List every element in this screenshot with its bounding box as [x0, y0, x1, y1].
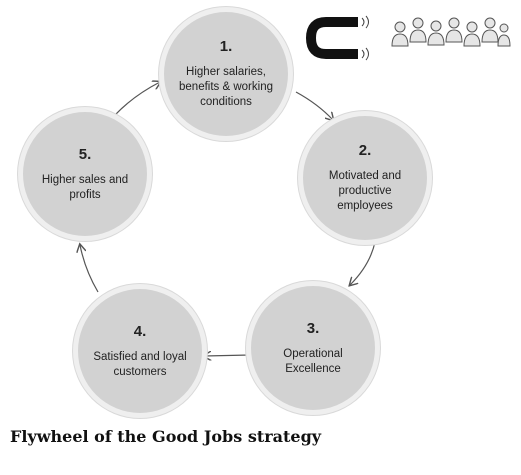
node-number: 3. — [306, 319, 320, 337]
node-4: 4. Satisfied and loyal customers — [78, 289, 202, 413]
node-number: 5. — [78, 145, 92, 163]
figure-caption: Flywheel of the Good Jobs strategy — [10, 427, 322, 446]
node-number: 2. — [358, 142, 372, 159]
arrow-3-to-4 — [204, 355, 251, 356]
node-1: 1. Higher salaries, benefits & working c… — [164, 12, 288, 136]
node-number: 1. — [219, 38, 233, 55]
node-5: 5. Higher sales and profits — [23, 112, 147, 236]
node-label: Higher sales and profits — [41, 173, 129, 201]
node-2: 2. Motivated and productive employees — [303, 116, 427, 240]
node-3: 3. Operational Excellence — [251, 286, 375, 410]
node-number: 4. — [133, 322, 147, 340]
node-label: Higher salaries, benefits & working cond… — [179, 66, 273, 108]
node-label: Motivated and productive employees — [328, 170, 402, 212]
node-label: Operational Excellence — [283, 347, 343, 375]
people-group-icon — [388, 14, 513, 53]
arrow-4-to-5 — [80, 245, 99, 293]
arrow-2-to-3 — [350, 241, 376, 285]
arrow-1-to-2 — [295, 91, 333, 120]
magnet-icon — [304, 12, 374, 69]
node-label: Satisfied and loyal customers — [93, 350, 187, 378]
